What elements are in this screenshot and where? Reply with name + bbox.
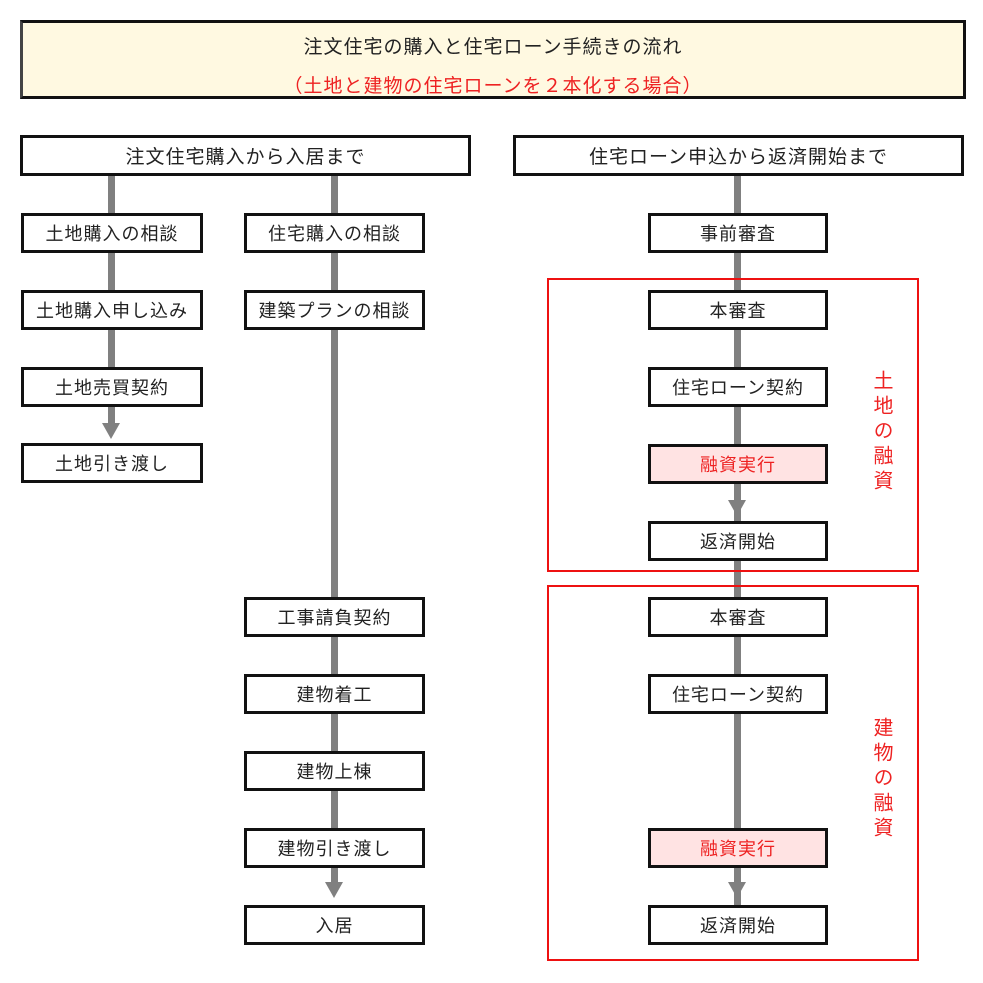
step-land-handover: 土地引き渡し: [21, 443, 203, 483]
step-framework-raising: 建物上棟: [244, 751, 425, 791]
step-land-application: 土地購入申し込み: [21, 290, 203, 330]
step-land-loan-contract: 住宅ローン契約: [648, 367, 828, 407]
step-land-repayment-start: 返済開始: [648, 521, 828, 561]
loan-flow-header: 住宅ローン申込から返済開始まで: [513, 135, 964, 176]
step-move-in: 入居: [244, 905, 425, 945]
land-loan-label: 土地の融資: [870, 370, 894, 495]
step-building-plan-consultation: 建築プランの相談: [244, 290, 425, 330]
step-building-main-screening: 本審査: [648, 597, 828, 637]
step-building-repayment-start: 返済開始: [648, 905, 828, 945]
building-loan-label: 建物の融資: [870, 717, 894, 842]
step-construction-contract: 工事請負契約: [244, 597, 425, 637]
arrow-down-icon: [325, 882, 343, 898]
arrow-down-icon: [102, 423, 120, 439]
connector-house-column: [331, 175, 338, 873]
connector-land-final: [108, 405, 115, 423]
purchase-flow-header: 注文住宅購入から入居まで: [20, 135, 471, 176]
step-land-consultation: 土地購入の相談: [21, 213, 203, 253]
diagram-title: 注文住宅の購入と住宅ローン手続きの流れ: [303, 36, 683, 58]
land-loan-group: [547, 278, 919, 572]
connector-house-final: [331, 866, 338, 884]
arrow-down-icon: [728, 500, 746, 516]
step-land-main-screening: 本審査: [648, 290, 828, 330]
step-building-loan-contract: 住宅ローン契約: [648, 674, 828, 714]
step-house-consultation: 住宅購入の相談: [244, 213, 425, 253]
connector-land-disbursement: [734, 484, 741, 502]
arrow-down-icon: [728, 882, 746, 898]
diagram-subtitle: （土地と建物の住宅ローンを２本化する場合）: [283, 75, 703, 97]
step-building-loan-disbursement: 融資実行: [648, 828, 828, 868]
step-construction-start: 建物着工: [244, 674, 425, 714]
building-loan-group: [547, 585, 919, 961]
step-building-handover: 建物引き渡し: [244, 828, 425, 868]
step-pre-screening: 事前審査: [648, 213, 828, 253]
diagram-title-box: 注文住宅の購入と住宅ローン手続きの流れ （土地と建物の住宅ローンを２本化する場合…: [20, 20, 966, 99]
step-land-sale-contract: 土地売買契約: [21, 367, 203, 407]
step-land-loan-disbursement: 融資実行: [648, 444, 828, 484]
